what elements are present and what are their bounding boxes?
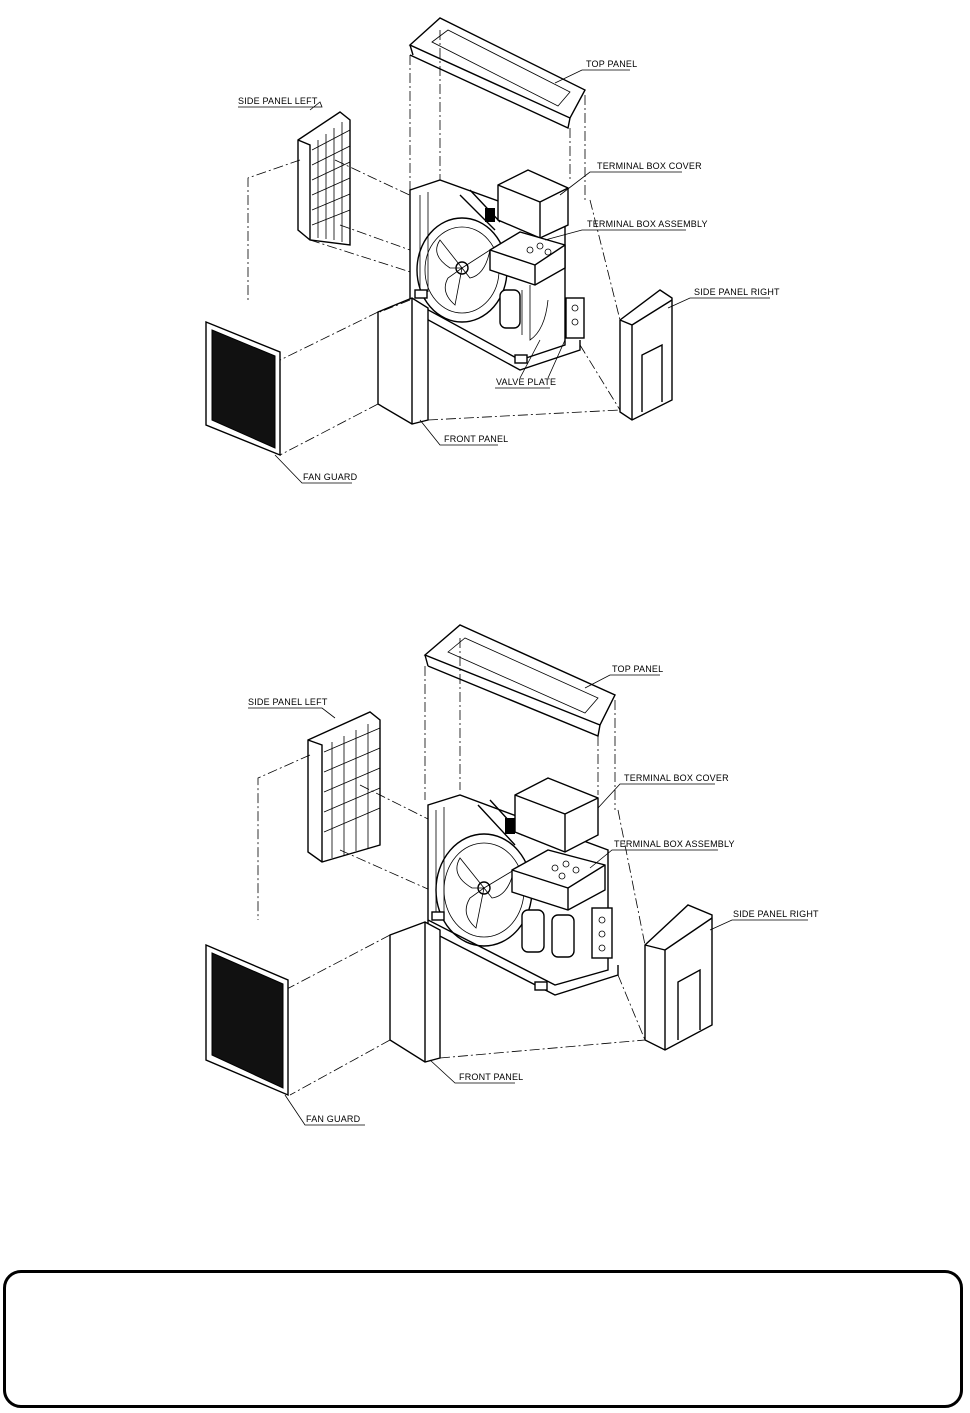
terminal-box-assembly-part xyxy=(511,849,606,911)
leader-lines xyxy=(238,69,770,484)
compressor-part xyxy=(521,907,613,959)
label-front-panel: FRONT PANEL xyxy=(444,434,508,444)
terminal-box-assembly-part xyxy=(489,231,566,286)
label-fan-guard: FAN GUARD xyxy=(303,472,358,482)
side-panel-left-part xyxy=(247,111,421,300)
front-panel-part xyxy=(389,921,441,1063)
label-side-panel-right: SIDE PANEL RIGHT xyxy=(694,287,780,297)
label-terminal-box-cover: TERMINAL BOX COVER xyxy=(624,773,729,783)
label-front-panel: FRONT PANEL xyxy=(459,1072,523,1082)
exploded-view-diagram-2: TOP PANEL SIDE PANEL LEFT TERMINAL BOX C… xyxy=(0,600,970,1160)
label-side-panel-left: SIDE PANEL LEFT xyxy=(238,96,318,106)
side-panel-right-part xyxy=(619,289,673,421)
label-top-panel: TOP PANEL xyxy=(586,59,637,69)
top-panel-part xyxy=(408,17,586,130)
label-top-panel: TOP PANEL xyxy=(612,664,663,674)
side-panel-right-part xyxy=(644,904,713,1051)
note-box xyxy=(3,1270,963,1408)
label-valve-plate: VALVE PLATE xyxy=(496,377,556,387)
diagram-2-drawing: TOP PANEL SIDE PANEL LEFT TERMINAL BOX C… xyxy=(205,624,819,1126)
front-panel-part xyxy=(377,297,429,425)
compressor-part xyxy=(499,285,585,341)
top-panel-part xyxy=(423,624,616,737)
leader-lines xyxy=(248,674,808,1126)
exploded-view-diagram-1: TOP PANEL SIDE PANEL LEFT TERMINAL BOX C… xyxy=(0,0,970,520)
label-side-panel-right: SIDE PANEL RIGHT xyxy=(733,909,819,919)
label-terminal-box-assembly: TERMINAL BOX ASSEMBLY xyxy=(614,839,735,849)
label-side-panel-left: SIDE PANEL LEFT xyxy=(248,697,328,707)
fan-guard-part xyxy=(205,943,289,1097)
terminal-box-cover-part xyxy=(497,169,569,239)
fan-guard-part xyxy=(205,320,281,457)
diagram-1-drawing: TOP PANEL SIDE PANEL LEFT TERMINAL BOX C… xyxy=(205,17,780,484)
label-fan-guard: FAN GUARD xyxy=(306,1114,361,1124)
terminal-box-cover-part xyxy=(514,777,599,853)
label-terminal-box-assembly: TERMINAL BOX ASSEMBLY xyxy=(587,219,708,229)
label-terminal-box-cover: TERMINAL BOX COVER xyxy=(597,161,702,171)
side-panel-left-part xyxy=(257,711,431,920)
